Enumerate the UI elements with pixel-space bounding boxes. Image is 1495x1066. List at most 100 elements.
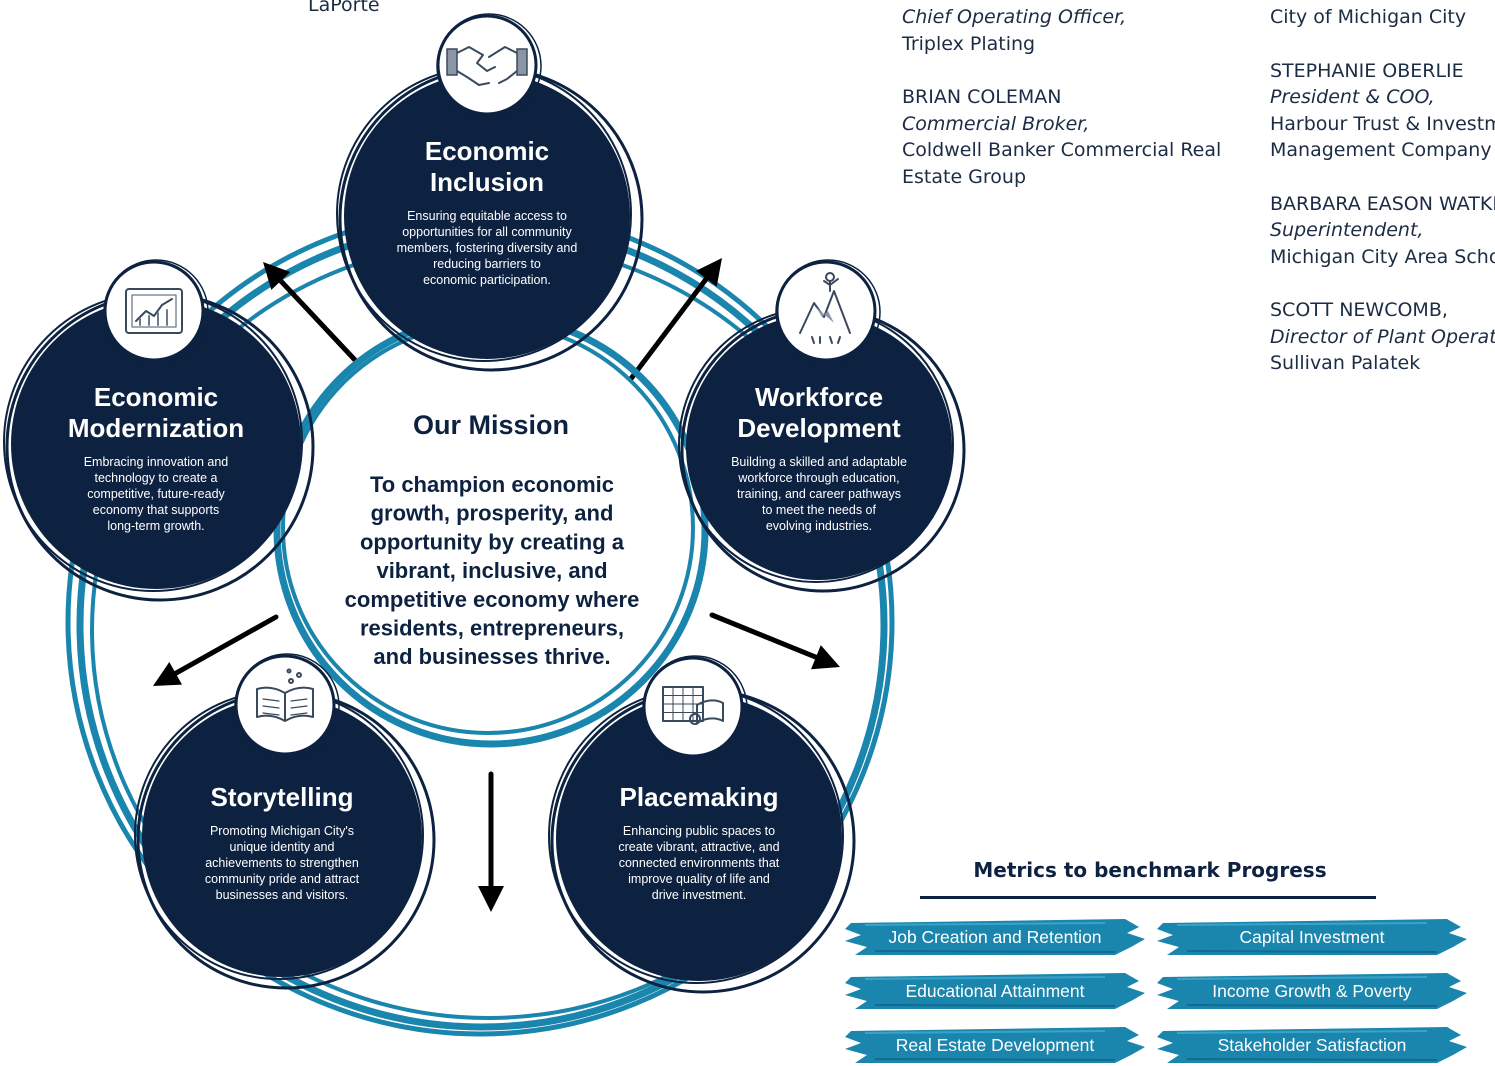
pillar-disc — [556, 695, 842, 981]
member-organization: City of Michigan City — [1270, 6, 1467, 28]
cycle-arrow — [709, 612, 840, 670]
mission-statement-line: opportunity by creating a — [360, 529, 625, 554]
pillar-description: Promoting Michigan City's — [210, 824, 354, 838]
pillar-description: Embracing innovation and — [84, 455, 229, 469]
metric-badge: Real Estate Development — [845, 1025, 1145, 1065]
pillar-title: Development — [737, 413, 901, 443]
metrics-divider — [920, 896, 1376, 899]
metric-badge: Educational Attainment — [845, 971, 1145, 1011]
cycle-arrow — [624, 258, 722, 387]
pillar-description: training, and career pathways — [737, 487, 901, 501]
metric-label: Real Estate Development — [895, 1035, 1095, 1055]
pillar-description: create vibrant, attractive, and — [618, 840, 779, 854]
pillar-description: members, fostering diversity and — [397, 241, 578, 255]
pillar-disc — [11, 299, 301, 589]
pillar-description: competitive, future-ready — [87, 487, 225, 501]
member-name: STEPHANIE OBERLIE — [1270, 59, 1464, 82]
pillar-description: unique identity and — [230, 840, 335, 854]
member-organization: Michigan City Area Schools — [1270, 245, 1495, 268]
cycle-arrow — [153, 614, 279, 686]
mission-statement-line: growth, prosperity, and — [371, 501, 614, 526]
metric-label: Capital Investment — [1239, 927, 1385, 947]
metric-badge: Job Creation and Retention — [845, 917, 1145, 957]
mission-title: Our Mission — [413, 410, 569, 440]
pillar-description: connected environments that — [619, 856, 780, 870]
pillar-description: reducing barriers to — [433, 257, 541, 271]
pillar-title: Inclusion — [430, 167, 544, 197]
pillar-description: workforce through education, — [737, 471, 899, 485]
pillar-description: technology to create a — [95, 471, 218, 485]
pillar-description: Enhancing public spaces to — [623, 824, 775, 838]
pillar-description: drive investment. — [652, 888, 746, 902]
mission-statement-line: To champion economic — [370, 472, 614, 497]
pillar-title: Workforce — [755, 382, 883, 412]
growth-chart-icon — [125, 288, 183, 334]
icon-badge-ring — [775, 259, 881, 365]
open-book-icon — [256, 668, 314, 722]
metric-badge: Stakeholder Satisfaction — [1157, 1025, 1467, 1065]
icon-badge — [103, 260, 205, 362]
pillar-description: Building a skilled and adaptable — [731, 455, 907, 469]
metric-label: Job Creation and Retention — [888, 927, 1102, 947]
pillar-description: Ensuring equitable access to — [407, 209, 567, 223]
member-organization: Harbour Trust & Investment — [1270, 112, 1495, 135]
pillar-disc — [142, 697, 422, 977]
pillar-description: achievements to strengthen — [205, 856, 359, 870]
pillar-description: to meet the needs of — [762, 503, 876, 517]
member-organization: Estate Group — [902, 165, 1027, 188]
metric-badge: Income Growth & Poverty — [1157, 971, 1467, 1011]
member-title: Commercial Broker, — [902, 112, 1090, 135]
mission-statement-line: residents, entrepreneurs, — [360, 616, 624, 641]
icon-badge-ring — [234, 653, 340, 759]
pillar-title: Modernization — [68, 413, 244, 443]
pillar-title: Economic — [94, 382, 218, 412]
mission-statement-line: and businesses thrive. — [373, 644, 610, 669]
pillar-disc — [686, 314, 952, 580]
pillar-description: economic participation. — [423, 273, 551, 287]
pillar-description: community pride and attract — [205, 872, 360, 886]
metric-label: Stakeholder Satisfaction — [1217, 1035, 1407, 1055]
member-name: BRIAN COLEMAN — [902, 86, 1062, 108]
cycle-arrow — [263, 262, 358, 363]
member-organization: Coldwell Banker Commercial Real — [902, 139, 1222, 161]
icon-badge-ring — [436, 13, 542, 119]
pillar-description: economy that supports — [93, 503, 219, 517]
metric-badge: Capital Investment — [1157, 917, 1467, 957]
member-title: Chief Operating Officer, — [902, 6, 1127, 28]
mission-statement-line: vibrant, inclusive, and — [376, 558, 607, 583]
member-name: BARBARA EASON WATKINS — [1270, 192, 1495, 215]
pillar-disc — [344, 73, 630, 359]
pillar-description: opportunities for all community — [402, 225, 572, 239]
metric-label: Educational Attainment — [905, 981, 1085, 1001]
pillar-title: Storytelling — [210, 782, 353, 812]
pillar-description: improve quality of life and — [628, 872, 770, 886]
icon-badge-ring — [642, 655, 748, 761]
icon-badge-ring — [103, 259, 209, 365]
header-fragment: LaPorte — [308, 0, 380, 16]
pillar-description: long-term growth. — [107, 519, 204, 533]
map-blueprint-icon — [662, 686, 724, 725]
mission-statement-line: competitive economy where — [345, 587, 640, 612]
member-title: Director of Plant Operations, — [1270, 325, 1495, 348]
cycle-arrow — [478, 771, 504, 912]
member-organization: Triplex Plating — [902, 32, 1036, 55]
member-organization: Management Company — [1270, 139, 1492, 161]
pillar-description: evolving industries. — [766, 519, 872, 533]
member-title: President & COO, — [1270, 86, 1435, 108]
handshake-icon — [446, 46, 528, 86]
icon-badge — [436, 14, 538, 116]
cycle-arrows — [153, 258, 840, 912]
member-title: Superintendent, — [1270, 219, 1424, 241]
pillar-description: businesses and visitors. — [216, 888, 349, 902]
metrics-title: Metrics to benchmark Progress — [973, 858, 1327, 882]
member-name: SCOTT NEWCOMB, — [1270, 299, 1448, 321]
pillar-title: Economic — [425, 136, 549, 166]
pillar-title: Placemaking — [620, 782, 779, 812]
mountain-climber-icon — [799, 272, 851, 344]
member-organization: Sullivan Palatek — [1270, 352, 1421, 374]
